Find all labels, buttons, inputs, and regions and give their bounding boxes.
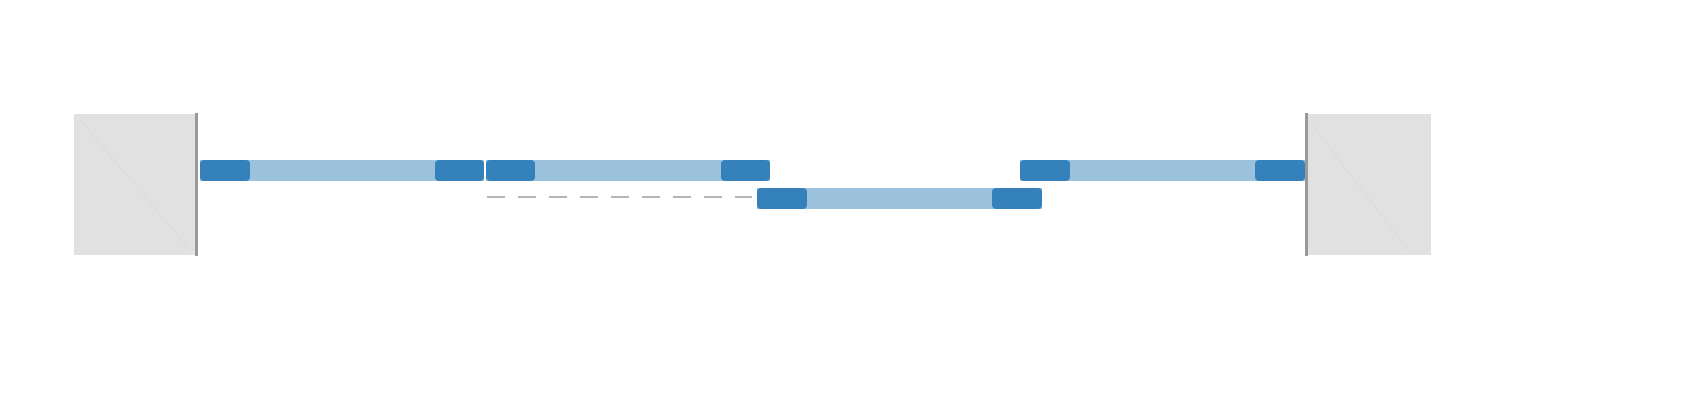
left-wall-block (74, 114, 196, 255)
segment-3[interactable] (757, 188, 1042, 209)
segment-cap-right[interactable] (992, 188, 1042, 209)
segment-cap-right[interactable] (435, 160, 484, 181)
segment-cap-left[interactable] (486, 160, 535, 181)
right-wall-block (1308, 114, 1431, 255)
right-wall (1305, 113, 1431, 256)
segment-body (757, 188, 1042, 209)
segment-1[interactable] (200, 160, 484, 181)
segment-cap-right[interactable] (721, 160, 770, 181)
segment-cap-left[interactable] (757, 188, 807, 209)
segment-cap-left[interactable] (200, 160, 250, 181)
left-wall-edge (195, 113, 198, 256)
segment-body (200, 160, 484, 181)
segment-body (1020, 160, 1305, 181)
left-wall-texture (79, 119, 191, 251)
left-wall (74, 113, 198, 256)
right-wall-edge (1305, 113, 1308, 256)
segment-cap-right[interactable] (1255, 160, 1305, 181)
segment-body (486, 160, 770, 181)
right-wall-texture (1311, 124, 1411, 253)
segment-2[interactable] (486, 160, 770, 181)
segment-4[interactable] (1020, 160, 1305, 181)
segment-cap-left[interactable] (1020, 160, 1070, 181)
